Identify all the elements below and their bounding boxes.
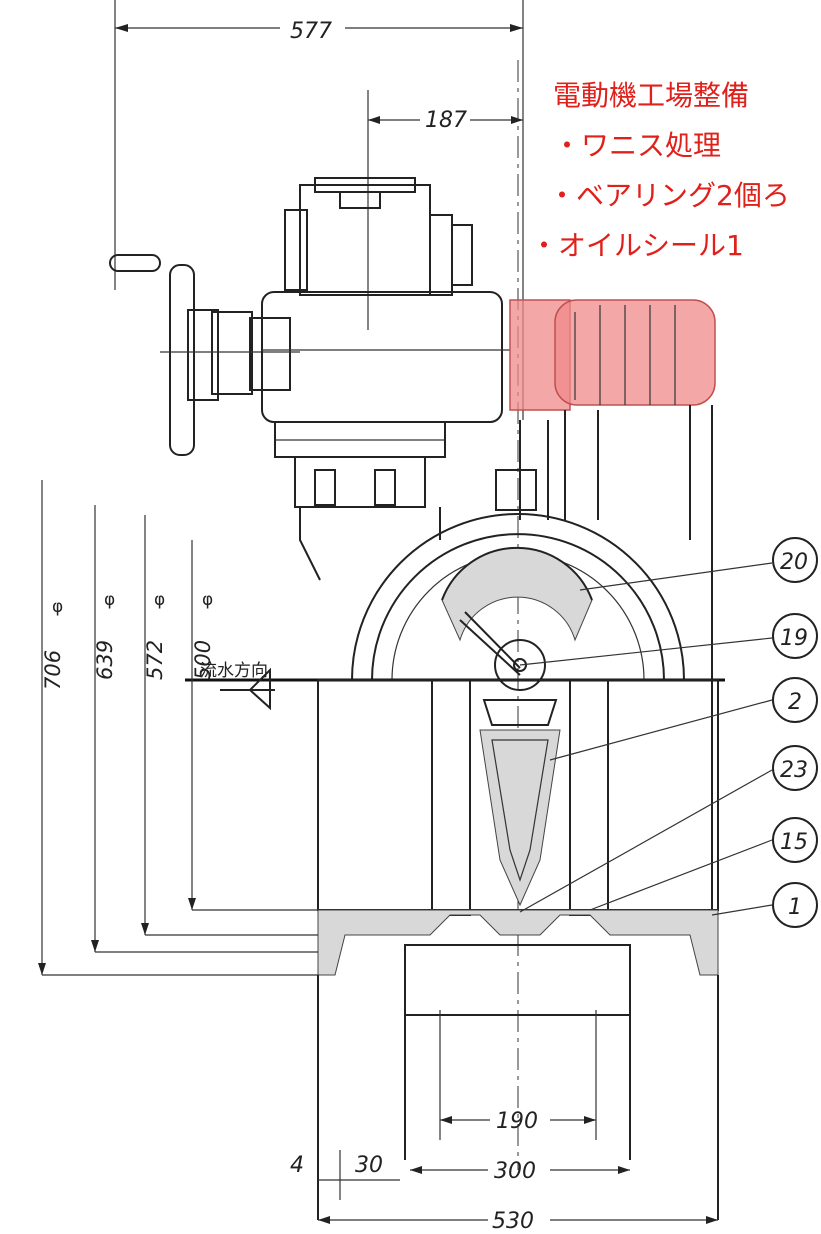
bottom-dimensions: 190 300 530 4 30 (290, 1010, 718, 1234)
dim-530: 530 (492, 1209, 534, 1234)
annotation-item-2: ・ベアリング2個ろ (548, 179, 790, 212)
diameter-dimensions: 706 639 572 500 φ φ φ φ (38, 480, 318, 976)
phi-639: φ (104, 590, 115, 610)
dim-706: 706 (41, 650, 65, 690)
gear-housing (261, 177, 510, 581)
annotation-item-1: ・ワニス処理 (553, 129, 721, 162)
dim-4: 4 (290, 1153, 304, 1178)
dim-187: 187 (425, 108, 467, 133)
phi-572: φ (154, 590, 165, 610)
callout-19: 19 (780, 626, 808, 651)
top-dimensions: 577 187 (114, 0, 524, 420)
frame-column (495, 405, 713, 910)
dim-190: 190 (496, 1109, 538, 1134)
callout-2: 2 (788, 690, 802, 715)
dim-639: 639 (93, 640, 117, 680)
annotation-item-3: ・オイルシール1 (530, 229, 744, 262)
callout-20: 20 (780, 550, 808, 575)
callouts: 20 19 2 23 15 1 (519, 537, 818, 928)
dim-30: 30 (355, 1153, 383, 1178)
callout-23: 23 (780, 758, 808, 783)
callout-15: 15 (780, 830, 808, 855)
flow-direction-label: 流水方向 (200, 661, 268, 681)
annotation-title: 電動機工場整備 (553, 79, 749, 112)
phi-500: φ (202, 590, 213, 610)
dim-572: 572 (143, 640, 167, 680)
dim-500: 500 (191, 640, 215, 680)
handwheel (109, 254, 300, 456)
flow-direction: 流水方向 (200, 661, 275, 711)
valve-body (185, 678, 725, 1220)
phi-706: φ (52, 597, 63, 617)
dim-577: 577 (290, 19, 332, 44)
motor (509, 299, 716, 411)
callout-1: 1 (788, 895, 802, 920)
dim-300: 300 (494, 1159, 536, 1184)
dial-assembly (351, 513, 685, 691)
red-annotation: 電動機工場整備 ・ワニス処理 ・ベアリング2個ろ ・オイルシール1 (530, 79, 790, 262)
